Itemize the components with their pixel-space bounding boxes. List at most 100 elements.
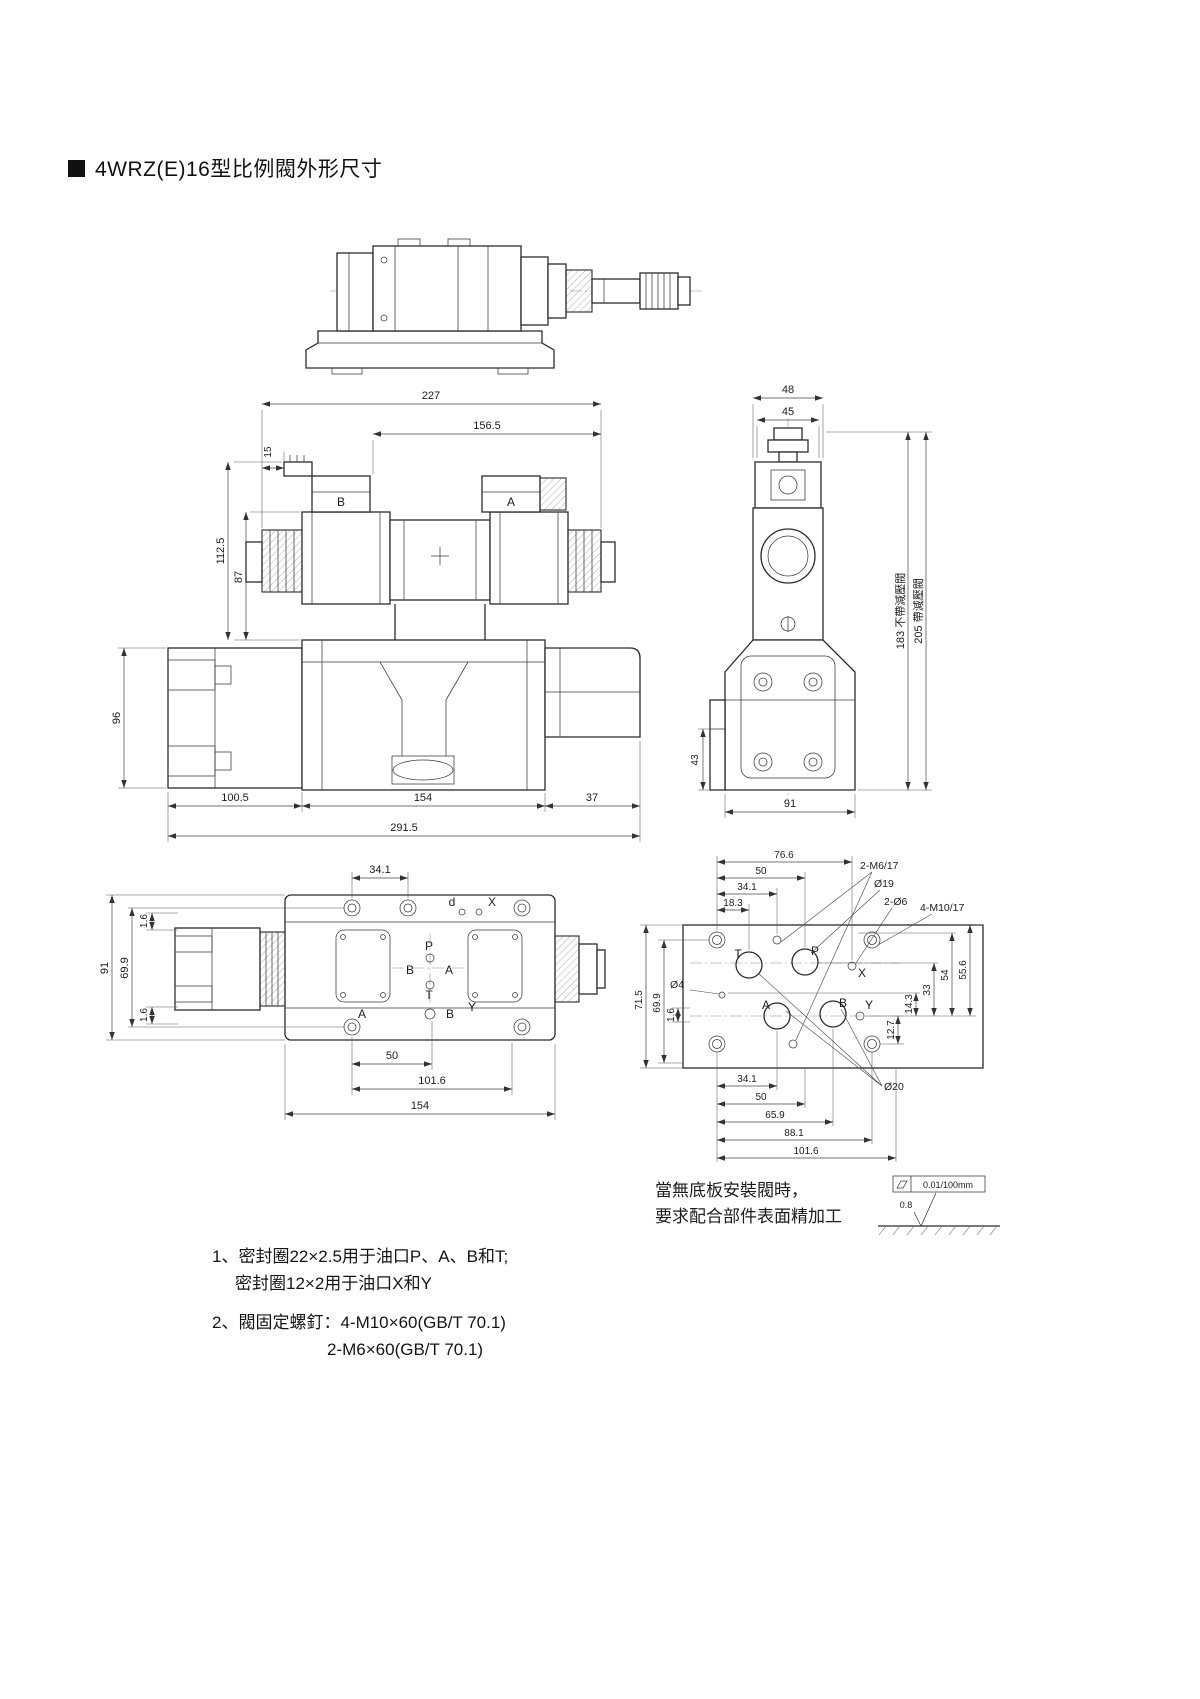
roughness-value: 0.8 [900, 1200, 913, 1210]
port-p-label: P [811, 944, 819, 958]
top-left-block [336, 252, 374, 332]
dim-101-6-bottomview: 101.6 [418, 1075, 446, 1087]
dim-48: 48 [782, 384, 794, 396]
dim-227: 227 [422, 390, 440, 402]
port-y-circle [855, 1011, 865, 1021]
dim-112-5: 112.5 [215, 538, 227, 565]
side-flange [724, 639, 856, 791]
bottom-body [284, 894, 556, 1041]
side-coil [754, 461, 822, 509]
dim-71-5: 71.5 [634, 990, 645, 1010]
bottom-edge-y: Y [468, 1000, 476, 1014]
dim-15: 15 [263, 446, 274, 458]
port-p-circle [791, 948, 819, 976]
bottom-port-t: T [425, 988, 433, 1002]
dim-33: 33 [922, 984, 933, 996]
port-a-circle [763, 1002, 791, 1030]
surface-finish-note: 當無底板安裝閥時， 要求配合部件表面精加工 0.01/100mm 0.8 [655, 1175, 1000, 1236]
note-1b: 密封圈12×2用于油口X和Y [235, 1274, 432, 1293]
surface-note-line1: 當無底板安裝閥時， [655, 1181, 808, 1200]
port-a-label: A [762, 998, 770, 1012]
port-t-circle [735, 951, 763, 979]
dim-154-bottomview: 154 [411, 1100, 429, 1112]
dim-34-1-top: 34.1 [737, 882, 757, 893]
dim-91-side: 91 [784, 798, 796, 810]
dim-12-7: 12.7 [886, 1020, 897, 1040]
label-d4: Ø4 [670, 979, 684, 991]
solenoid-b-ribs [261, 529, 303, 593]
flatness-symbol-icon [896, 1180, 908, 1189]
bottom-port-b: B [406, 963, 414, 977]
port-b-label: B [839, 996, 847, 1010]
dim-101-6-port: 101.6 [793, 1146, 818, 1157]
dim-183-no-reducer: 183 不帶減壓閥 [893, 573, 907, 649]
dim-100-5: 100.5 [221, 792, 249, 804]
roughness-symbol-icon [913, 1192, 937, 1227]
dim-91-bottomview: 91 [99, 962, 111, 974]
dim-69-9-bottomview: 69.9 [119, 957, 131, 978]
label-d20: Ø20 [884, 1081, 904, 1093]
top-solenoid-ribs [565, 269, 593, 313]
bottom-label-x: X [488, 895, 496, 909]
port-x-circle [847, 961, 857, 971]
title-bullet-icon [68, 159, 85, 177]
solenoid-a-connector [481, 475, 541, 513]
dim-45: 45 [782, 406, 794, 418]
dim-34-1-bot: 34.1 [737, 1074, 757, 1085]
dim-14-3: 14.3 [904, 994, 915, 1014]
bottom-port-a: A [445, 963, 453, 977]
top-view [305, 238, 702, 375]
notes-block: 1、密封圈22×2.5用于油口P、A、B和T; 密封圈12×2用于油口X和Y 2… [212, 1243, 508, 1363]
solenoid-b-coil [301, 511, 391, 605]
dim-291-5: 291.5 [390, 822, 418, 834]
bottom-port-p: P [425, 939, 433, 953]
dim-156-5: 156.5 [473, 420, 501, 432]
dim-50-bottomview: 50 [386, 1050, 398, 1062]
dim-50-bot: 50 [755, 1092, 767, 1103]
front-view: 227 156.5 15 112.5 87 96 B [111, 390, 641, 842]
top-main-body [372, 245, 522, 332]
valve-left-block [167, 647, 303, 789]
valve-main-body [301, 639, 546, 791]
title-text: 4WRZ(E)16型比例閥外形尺寸 [95, 158, 383, 181]
note-2b: 2-M6×60(GB/T 70.1) [327, 1340, 484, 1359]
note-2a: 2、閥固定螺釘：4-M10×60(GB/T 70.1) [212, 1313, 506, 1332]
dim-88-1: 88.1 [784, 1128, 804, 1139]
dim-69-9-port: 69.9 [652, 993, 663, 1013]
port-x-label: X [858, 966, 866, 980]
dim-37: 37 [586, 792, 598, 804]
bottom-edge-a: A [358, 1007, 366, 1021]
dim-43: 43 [690, 754, 701, 766]
bottom-view: d X P B A T A B Y [99, 864, 606, 1120]
dim-96: 96 [111, 712, 123, 724]
solenoid-a-label: A [507, 495, 515, 509]
label-4-m10-17: 4-M10/17 [920, 902, 965, 914]
dim-65-9: 65.9 [765, 1110, 785, 1121]
solenoid-a-coil [489, 511, 569, 605]
dim-18-3: 18.3 [723, 898, 743, 909]
dim-50-top: 50 [755, 866, 767, 877]
port-t-label: T [734, 947, 742, 961]
dim-55-6: 55.6 [958, 960, 969, 980]
label-2-d6: 2-Ø6 [884, 896, 908, 908]
label-d19: Ø19 [874, 878, 894, 890]
dim-205-with-reducer: 205 帶減壓閥 [911, 578, 925, 643]
solenoid-b-connector [311, 475, 371, 513]
dim-87: 87 [233, 571, 245, 583]
bottom-left-block [174, 927, 261, 1011]
side-view: 48 45 43 [690, 384, 932, 818]
page-title: 4WRZ(E)16型比例閥外形尺寸 [68, 153, 382, 183]
port-y-label: Y [865, 998, 873, 1012]
dim-1-6-bot: 1.6 [139, 1008, 150, 1022]
surface-note-line2: 要求配合部件表面精加工 [655, 1207, 842, 1226]
side-port-circle [760, 528, 816, 584]
label-2-m6-17: 2-M6/17 [860, 860, 899, 872]
note-1a: 1、密封圈22×2.5用于油口P、A、B和T; [212, 1247, 509, 1266]
dim-1-6-top: 1.6 [139, 914, 150, 928]
valve-right-block [544, 647, 641, 738]
port-b-circle [819, 1000, 847, 1028]
solenoid-a-ribs [567, 529, 602, 593]
dim-34-1-bottomview: 34.1 [369, 864, 390, 876]
dim-1-6-port: 1.6 [666, 1008, 677, 1022]
